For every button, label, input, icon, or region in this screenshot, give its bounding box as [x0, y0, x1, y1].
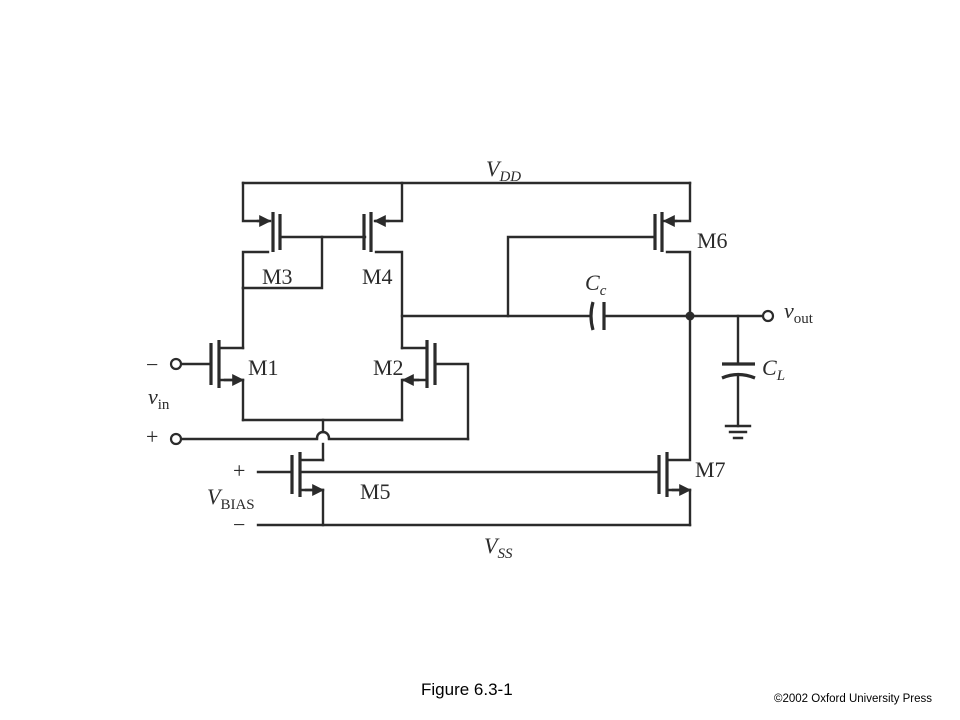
- cl-label: CL: [762, 355, 785, 384]
- transistor-m7: [657, 314, 692, 527]
- tail-node: [241, 418, 404, 462]
- vbias-plus-sign: +: [233, 458, 245, 483]
- m3-label: M3: [262, 264, 293, 289]
- m4-label: M4: [362, 264, 393, 289]
- m5-label: M5: [360, 479, 391, 504]
- transistor-m1: [179, 340, 245, 422]
- output-node: [685, 309, 775, 323]
- m2-label: M2: [373, 355, 404, 380]
- m7-label: M7: [695, 457, 726, 482]
- vin-minus-sign: −: [146, 352, 158, 377]
- load-capacitor: [721, 314, 756, 440]
- transistor-m5: [256, 452, 325, 527]
- compensation-capacitor: [400, 301, 692, 331]
- transistor-m4: [362, 181, 404, 350]
- figure-caption: Figure 6.3-1: [421, 680, 513, 699]
- vin-plus-sign: +: [146, 424, 158, 449]
- vin-label: vin: [148, 384, 170, 413]
- m1-label: M1: [248, 355, 279, 380]
- vbias-minus-sign: −: [233, 512, 245, 537]
- m6-label: M6: [697, 228, 728, 253]
- vin-minus-terminal: [169, 357, 183, 371]
- copyright-notice: ©2002 Oxford University Press: [774, 693, 933, 705]
- vin-plus-terminal: [169, 432, 183, 446]
- transistor-m3: [241, 181, 367, 350]
- vdd-label: VDD: [486, 156, 521, 185]
- vss-label: VSS: [484, 533, 513, 562]
- transistor-m6: [506, 181, 692, 318]
- cc-label: Cc: [585, 270, 607, 299]
- vout-label: vout: [784, 298, 814, 327]
- transistor-m2: [400, 340, 470, 441]
- vbias-label: VBIAS: [207, 484, 255, 513]
